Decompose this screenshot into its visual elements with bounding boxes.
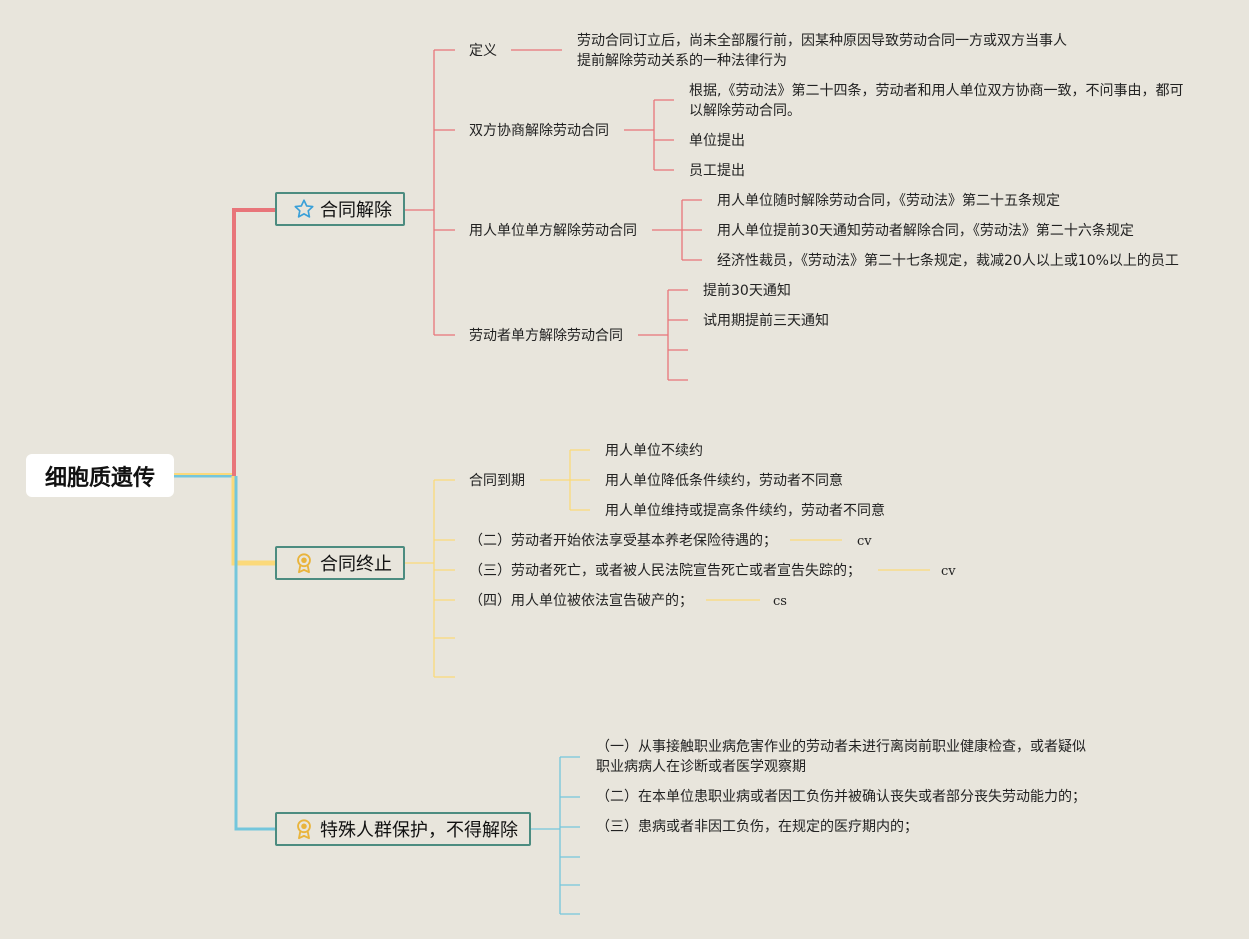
subtopic-item[interactable]: 经济性裁员，《劳动法》第二十七条规定，裁减20人以上或10%以上的员工 [717,253,1179,269]
topic-medical-period[interactable]: （三）患病或者非因工负伤，在规定的医疗期内的； [596,819,918,835]
root-node[interactable]: 细胞质遗传 [26,454,174,497]
topic-definition-detail[interactable]: 劳动合同订立后，尚未全部履行前，因某种原因导致劳动合同一方或双方当事人提前解除劳… [577,33,1067,69]
subtopic-item[interactable]: 试用期提前三天通知 [703,313,829,329]
root-label: 细胞质遗传 [44,465,155,491]
branch-label: 合同解除 [320,200,392,221]
topic-contract-expiry[interactable]: 合同到期 [469,473,525,489]
topic-definition[interactable]: 定义 [469,43,497,59]
star-icon [293,198,315,220]
branch-special-protection[interactable]: 特殊人群保护，不得解除 [275,812,531,846]
subtopic-item[interactable]: 用人单位维持或提高条件续约，劳动者不同意 [605,503,885,519]
subtopic-item[interactable]: 根据,《劳动法》第二十四条，劳动者和用人单位双方协商一致，不问事由，都可以解除劳… [689,83,1184,119]
branch-contract-termination[interactable]: 合同解除 [275,192,405,226]
note-label[interactable]: cs [773,594,787,609]
award-ribbon-icon [293,818,315,840]
subtopic-item[interactable]: 用人单位提前30天通知劳动者解除合同，《劳动法》第二十六条规定 [717,223,1134,239]
note-label[interactable]: cv [941,564,956,579]
note-label[interactable]: cv [857,534,872,549]
topic-bankruptcy[interactable]: （四）用人单位被依法宣告破产的； [469,593,693,609]
topic-employee-termination[interactable]: 劳动者单方解除劳动合同 [469,328,623,344]
branch-label: 合同终止 [320,554,392,575]
award-ribbon-icon [293,552,315,574]
topic-work-injury[interactable]: （二）在本单位患职业病或者因工负伤并被确认丧失或者部分丧失劳动能力的； [596,789,1086,805]
subtopic-item[interactable]: 单位提出 [689,133,745,149]
subtopic-item[interactable]: 提前30天通知 [703,283,791,299]
subtopic-item[interactable]: 用人单位降低条件续约，劳动者不同意 [605,473,843,489]
subtopic-item[interactable]: 用人单位随时解除劳动合同，《劳动法》第二十五条规定 [717,193,1060,209]
subtopic-item[interactable]: 员工提出 [689,163,745,179]
topic-mutual-termination[interactable]: 双方协商解除劳动合同 [469,123,609,139]
branch-label: 特殊人群保护，不得解除 [320,820,518,841]
topic-pension[interactable]: （二）劳动者开始依法享受基本养老保险待遇的； [469,533,777,549]
topic-occupational-exam[interactable]: （一）从事接触职业病危害作业的劳动者未进行离岗前职业健康检查，或者疑似职业病病人… [596,739,1086,775]
subtopic-item[interactable]: 用人单位不续约 [605,443,703,459]
topic-death[interactable]: （三）劳动者死亡，或者被人民法院宣告死亡或者宣告失踪的； [469,563,861,579]
topic-employer-termination[interactable]: 用人单位单方解除劳动合同 [469,223,637,239]
branch-contract-expiry[interactable]: 合同终止 [275,546,405,580]
